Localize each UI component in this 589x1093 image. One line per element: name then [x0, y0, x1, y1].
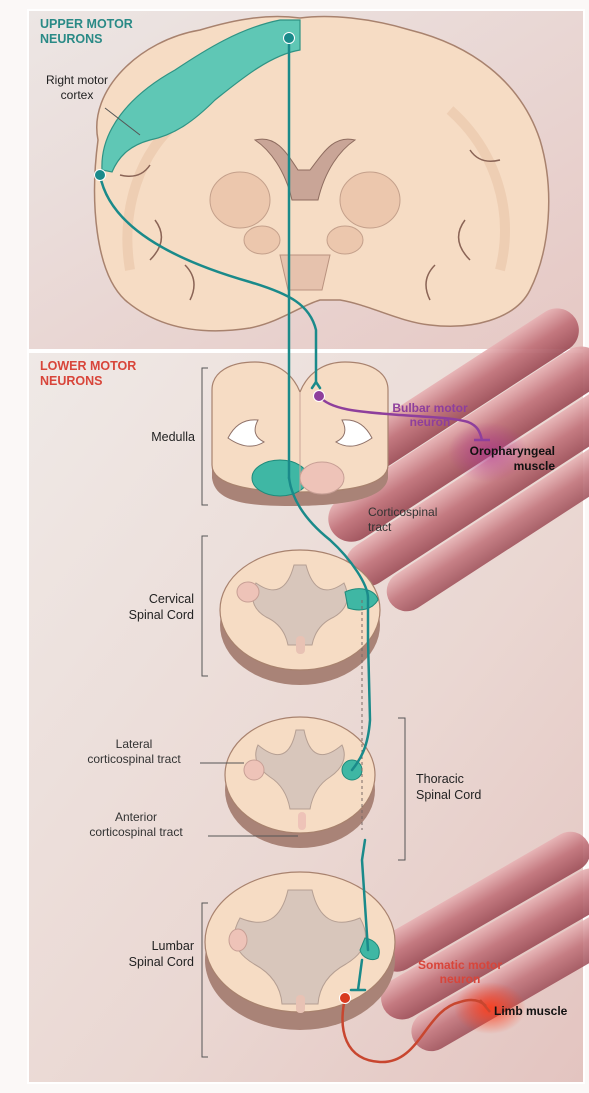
medulla-label: Medulla [151, 430, 195, 444]
limb-muscle-label: Limb muscle [494, 1004, 568, 1018]
medulla-pyramid-right [300, 462, 344, 494]
thoracic-cord-section [225, 717, 375, 848]
upper-neuron-cell-body-lateral [95, 170, 106, 181]
brain-coronal-section [95, 17, 549, 331]
upper-neuron-cell-body-medial [284, 33, 295, 44]
lumbar-cord-section [205, 872, 395, 1030]
